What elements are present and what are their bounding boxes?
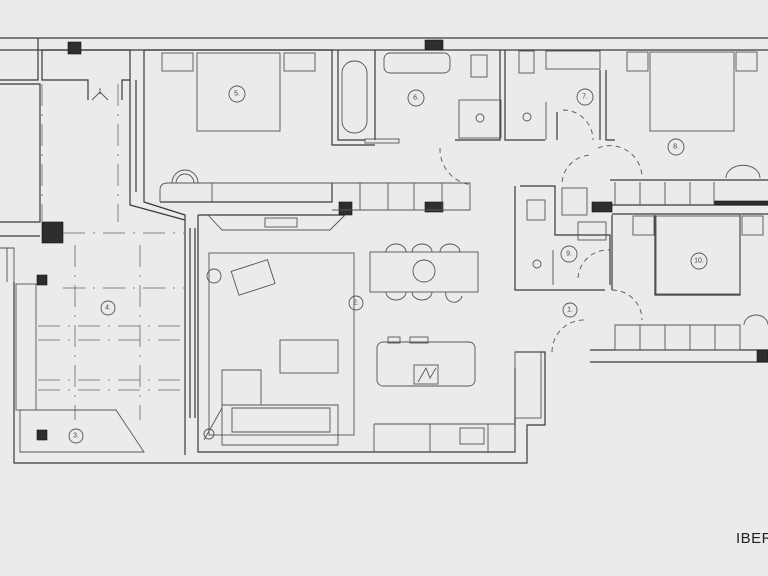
room-label-3: 3. bbox=[68, 428, 84, 444]
svg-text:8.: 8. bbox=[673, 144, 679, 151]
svg-text:2.: 2. bbox=[353, 300, 359, 307]
furniture bbox=[0, 50, 768, 453]
room-label-5: 5. bbox=[228, 85, 246, 103]
svg-text:4.: 4. bbox=[105, 305, 111, 312]
room-label-2: 2. bbox=[348, 295, 364, 311]
svg-text:9.: 9. bbox=[566, 251, 572, 258]
walls bbox=[0, 37, 768, 464]
svg-text:6.: 6. bbox=[413, 95, 419, 102]
svg-text:1.: 1. bbox=[567, 307, 573, 314]
room-label-9: 9. bbox=[560, 245, 578, 263]
svg-text:5.: 5. bbox=[234, 91, 240, 98]
room-labels: 1. 2. 3. 4. 5. 6. 7. 8. 9. 10. bbox=[68, 85, 708, 444]
svg-text:3.: 3. bbox=[73, 433, 79, 440]
door-swings bbox=[91, 88, 643, 353]
svg-text:7.: 7. bbox=[582, 94, 588, 101]
room-label-6: 6. bbox=[407, 89, 425, 107]
room-label-4: 4. bbox=[100, 300, 116, 316]
columns bbox=[36, 39, 768, 441]
svg-text:10.: 10. bbox=[694, 258, 704, 265]
room-label-10: 10. bbox=[690, 252, 708, 270]
brand-logo-text: IBER bbox=[736, 530, 768, 547]
room-label-7: 7. bbox=[576, 88, 594, 106]
room-label-1: 1. bbox=[562, 302, 578, 318]
room-label-8: 8. bbox=[667, 138, 685, 156]
